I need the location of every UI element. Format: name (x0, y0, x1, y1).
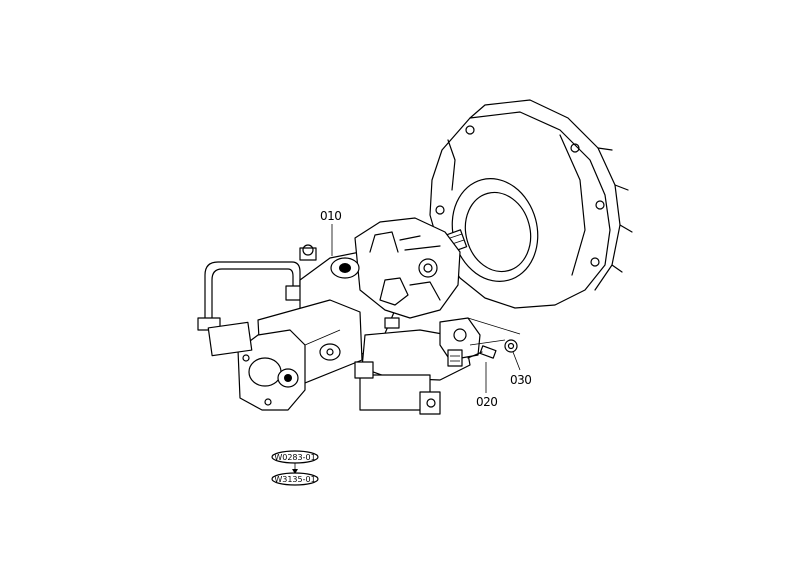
bolt-and-washer (467, 317, 521, 359)
reference-tag-1-label: W0283-01 (274, 453, 315, 462)
callout-030-label: 030 (510, 373, 531, 387)
reference-tag-1[interactable]: W0283-01 (271, 450, 319, 464)
callout-010-label: 010 (320, 209, 341, 223)
valve-block (354, 317, 481, 415)
callout-010: 010 (320, 209, 342, 256)
reference-tag-2-label: W3135-01 (274, 475, 315, 484)
reference-tag-2[interactable]: W3135-01 (271, 472, 319, 486)
callout-020: 020 (476, 362, 498, 409)
flywheel-housing (429, 99, 633, 309)
gear-pump (207, 299, 363, 411)
callout-030: 030 (510, 351, 532, 387)
callout-020-label: 020 (476, 395, 497, 409)
reference-arrow (292, 463, 298, 474)
